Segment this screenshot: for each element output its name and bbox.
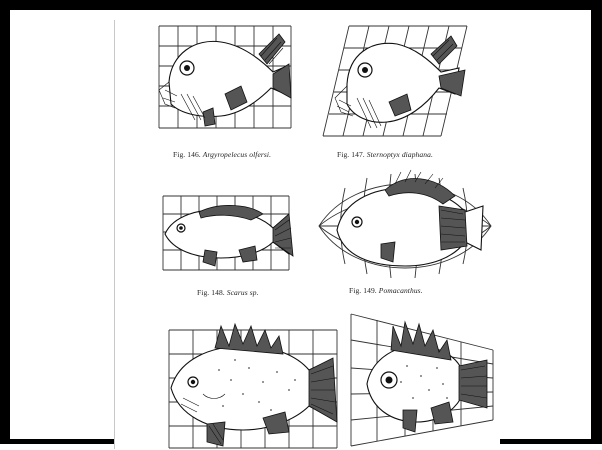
figure-149-caption: Fig. 149. Pomacanthus.	[349, 286, 423, 295]
figure-146-caption: Fig. 146. Argyropelecus olfersi.	[173, 150, 271, 159]
figure-148-illustration	[159, 194, 299, 274]
figure-147-illustration	[319, 24, 469, 144]
book-page: Fig. 146. Argyropelecus olfersi. Fig. 14…	[114, 20, 500, 449]
figure-150-illustration	[159, 320, 349, 450]
figure-149-illustration	[315, 166, 495, 284]
figure-146-illustration	[155, 24, 295, 134]
figure-148-caption: Fig. 148. Scarus sp.	[197, 288, 259, 297]
figure-147-caption: Fig. 147. Sternoptyx diaphana.	[337, 150, 433, 159]
figure-151-illustration	[347, 310, 497, 448]
